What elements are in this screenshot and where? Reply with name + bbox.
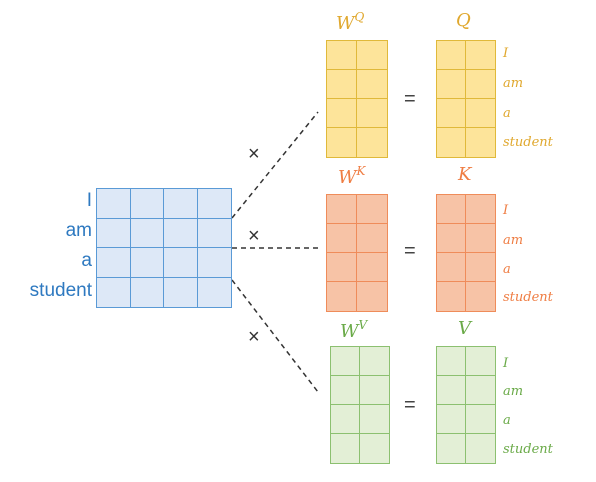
output-matrix-q	[436, 40, 496, 158]
input-word-0: I	[86, 190, 92, 211]
times-sign-v: ×	[248, 326, 260, 348]
output-word-v-2: a	[503, 413, 511, 428]
output-word-v-3: student	[503, 442, 553, 457]
output-word-q-0: I	[503, 46, 509, 61]
output-word-k-0: I	[503, 203, 509, 218]
weight-label-q: WQ	[336, 10, 365, 34]
equals-sign-v: =	[404, 394, 416, 416]
weight-matrix-k	[326, 194, 388, 312]
output-matrix-k	[436, 194, 496, 312]
weight-matrix-v	[330, 346, 390, 464]
output-word-k-3: student	[503, 290, 553, 305]
output-label-q: Q	[456, 10, 471, 31]
output-label-v: V	[458, 318, 471, 339]
equals-sign-k: =	[404, 240, 416, 262]
weight-matrix-q	[326, 40, 388, 158]
input-word-2: a	[81, 250, 92, 271]
output-word-k-1: am	[503, 233, 524, 248]
output-word-q-1: am	[503, 76, 524, 91]
output-word-k-2: a	[503, 262, 511, 277]
times-sign-q: ×	[248, 143, 260, 165]
equals-sign-q: =	[404, 88, 416, 110]
output-word-v-1: am	[503, 384, 524, 399]
weight-label-v: WV	[340, 318, 368, 342]
output-word-q-2: a	[503, 106, 511, 121]
output-word-q-3: student	[503, 135, 553, 150]
times-sign-k: ×	[248, 225, 260, 247]
weight-label-k: WK	[338, 164, 366, 188]
input-matrix	[96, 188, 232, 308]
connector-line-v	[231, 279, 319, 393]
output-word-v-0: I	[503, 356, 509, 371]
input-word-1: am	[65, 220, 92, 241]
output-label-k: K	[458, 164, 472, 185]
connector-line-q	[231, 111, 319, 219]
output-matrix-v	[436, 346, 496, 464]
input-word-3: student	[29, 280, 92, 301]
